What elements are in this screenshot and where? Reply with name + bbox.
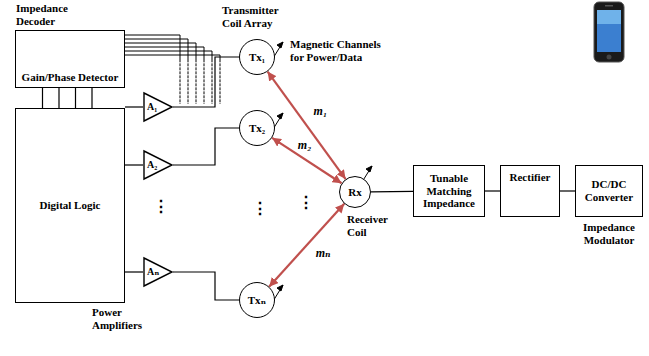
node-text: Rectifier — [510, 171, 551, 184]
phone-icon — [594, 2, 624, 62]
tx-coil: Tx₁ — [239, 39, 275, 75]
node-text: Rx — [348, 186, 361, 199]
node-text: A₂ — [147, 159, 157, 171]
amplifier: Aₙ — [143, 257, 173, 287]
wire-connector — [125, 164, 143, 165]
logic-box: Digital Logic — [15, 108, 125, 303]
amplifier-label: Power Amplifiers — [92, 306, 158, 331]
node-heading: Impedance Decoder — [16, 2, 86, 27]
magnetic-channel-arrow — [268, 72, 346, 179]
array-label: Transmitter Coil Array — [222, 4, 294, 29]
amplifier-outline — [144, 93, 172, 121]
wire-connector — [173, 272, 239, 300]
magnetic-channel-arrow — [272, 138, 342, 183]
decoder-box: Impedance DecoderGain/Phase Detector — [15, 30, 125, 88]
node-text: Tx₂ — [249, 122, 265, 135]
wire-connector — [485, 190, 500, 191]
node-text: Txₙ — [248, 294, 267, 307]
magnetic-channel-arrow — [269, 204, 344, 287]
rectifier-box: Rectifier — [500, 165, 560, 217]
wire-connector — [560, 190, 575, 191]
ellipsis-mark: ⋮ — [252, 200, 264, 218]
tx-coil: Txₙ — [239, 282, 275, 318]
wire-connector — [125, 271, 143, 272]
channel-label: m₁ — [313, 105, 329, 118]
wire-connector — [173, 128, 239, 165]
channel-label: m₂ — [297, 139, 313, 152]
node-text: Gain/Phase Detector — [22, 71, 119, 84]
matching-box: Tunable Matching Impedance — [413, 165, 485, 217]
rx-coil: Rx — [339, 176, 371, 208]
channel-label: Magnetic Channels for Power/Data — [290, 38, 382, 63]
node-text: Digital Logic — [40, 199, 101, 212]
converter-box: DC/DC Converter — [575, 165, 643, 217]
sense-dots — [180, 62, 220, 104]
wire-connector — [371, 191, 413, 193]
wire-connector — [173, 57, 239, 107]
tx-coil: Tx₂ — [239, 110, 275, 146]
amplifier-outline — [144, 151, 172, 179]
amplifier: A₂ — [143, 150, 173, 180]
receiver-label: Receiver Coil — [347, 213, 399, 238]
modulator-label: Impedance Modulator — [572, 221, 646, 246]
node-text: Aₙ — [147, 266, 159, 278]
sense-lines — [125, 35, 220, 104]
ellipsis-mark: ⋮ — [298, 194, 310, 212]
wire-connector — [125, 106, 143, 107]
node-text: Tx₁ — [249, 51, 265, 64]
channel-label: mₙ — [315, 247, 332, 260]
amplifier-outline — [144, 258, 172, 286]
tuning-arrows — [267, 42, 372, 311]
node-text: DC/DC Converter — [576, 178, 642, 203]
node-text: A₁ — [147, 101, 157, 113]
ellipsis-mark: ⋮ — [153, 198, 165, 216]
node-text: Tunable Matching Impedance — [414, 172, 484, 210]
wire-connector — [43, 88, 93, 108]
amplifier: A₁ — [143, 92, 173, 122]
